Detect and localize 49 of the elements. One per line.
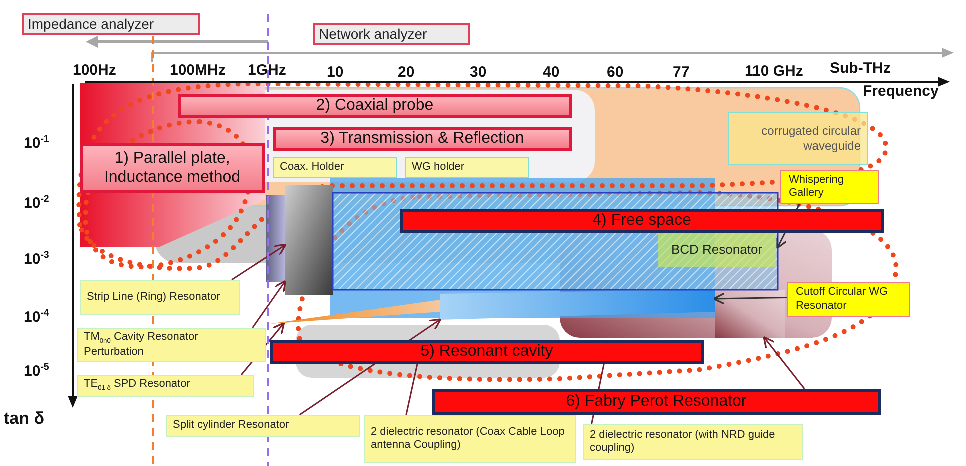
method-banner: 1) Parallel plate, Inductance method: [80, 143, 265, 193]
note-label: Cutoff Circular WG Resonator: [787, 282, 910, 317]
note-label: TM$_{0n0}$ Cavity Resonator Perturbation: [77, 328, 266, 362]
leader-line: [252, 280, 286, 328]
method-banner: 3) Transmission & Reflection: [273, 127, 572, 151]
leader-line: [763, 336, 806, 390]
note-label: Strip Line (Ring) Resonator: [80, 280, 240, 315]
axis-tick-label: Sub-THz: [830, 61, 891, 76]
note-label: Split cylinder Resonator: [166, 415, 360, 437]
instrument-tag: Network analyzer: [313, 23, 470, 45]
leader-line: [299, 318, 442, 416]
axis-tick-label: 100MHz: [170, 63, 226, 78]
leader-line: [713, 292, 788, 305]
rounded-region: [715, 290, 785, 338]
method-banner: 2) Coaxial probe: [178, 94, 572, 118]
method-banner: 5) Resonant cavity: [270, 340, 704, 364]
note-label: 2 dielectric resonator (Coax Cable Loop antenna Coupling): [364, 415, 576, 463]
axis-tick-label: 77: [673, 65, 690, 80]
axis-tick-label: 20: [398, 65, 415, 80]
axis-tick-label: 1GHz: [248, 63, 286, 78]
axis-tick-label: 60: [607, 65, 624, 80]
leader-line: [406, 364, 418, 416]
note-label: Whispering Gallery: [780, 170, 879, 204]
note-label: 2 dielectric resonator (with NRD guide coupling): [583, 424, 803, 460]
note-label: BCD Resonator: [658, 233, 776, 267]
axis-tick-label: 10$^{-3}$: [24, 251, 50, 267]
axis-tick-label: 30: [470, 65, 487, 80]
note-label: Coax. Holder: [273, 157, 397, 178]
instrument-tag: Impedance analyzer: [22, 13, 200, 35]
axis-tick-label: 10$^{-1}$: [24, 135, 50, 151]
axis-title: tan δ: [4, 410, 45, 427]
dark-block: [285, 185, 333, 295]
axis-tick-label: 110 GHz: [745, 64, 804, 79]
method-banner: 6) Fabry Perot Resonator: [432, 389, 881, 415]
axis-tick-label: 10: [327, 65, 344, 80]
axis-tick-label: 10$^{-4}$: [24, 309, 50, 325]
leader-line: [232, 244, 287, 281]
slab-region: [266, 195, 285, 282]
axis-tick-label: 10$^{-5}$: [24, 363, 50, 379]
leader-line: [776, 204, 800, 250]
note-label: corrugated circular waveguide: [728, 112, 868, 165]
method-banner: 4) Free space: [400, 209, 884, 233]
axis-tick-label: 10$^{-2}$: [24, 195, 50, 211]
leader-line: [241, 322, 286, 376]
axis-tick-label: 100Hz: [73, 63, 116, 78]
axis-title: Frequency: [863, 84, 939, 99]
note-label: TE$_{01 δ}$ SPD Resonator: [77, 375, 254, 397]
axis-tick-label: 40: [543, 65, 560, 80]
note-label: WG holder: [405, 157, 529, 178]
